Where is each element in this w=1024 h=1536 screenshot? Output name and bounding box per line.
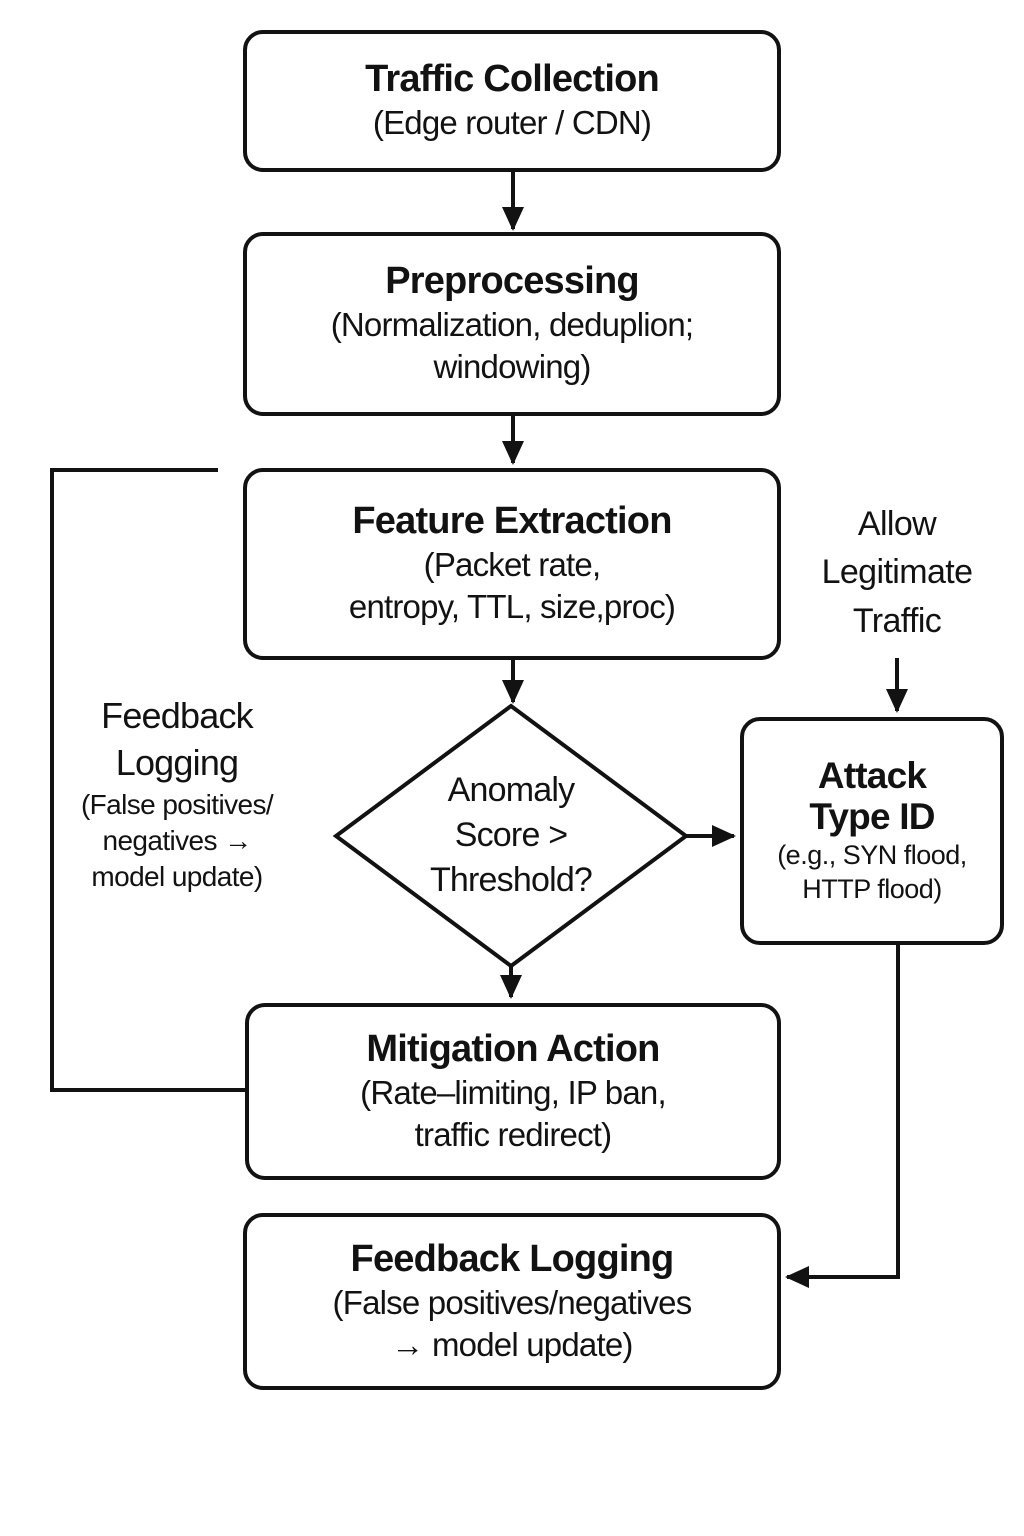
subtitle-line: (e.g., SYN flood, (777, 839, 967, 870)
allow-label-line: Traffic (852, 601, 942, 640)
feedback-logging-note: Feedback Logging (False positives/ negat… (42, 693, 312, 896)
node-feature-extraction: Feature Extraction (Packet rate, entropy… (243, 468, 781, 660)
subtitle-line: (False positives/negatives (332, 1283, 693, 1321)
decision-diamond-shape (332, 703, 690, 969)
node-subtitle: (e.g., SYN flood, HTTP flood) (777, 838, 967, 907)
node-traffic-collection: Traffic Collection (Edge router / CDN) (243, 30, 781, 172)
title-line: Type ID (809, 796, 935, 838)
node-title: Feature Extraction (352, 500, 672, 543)
node-title: Traffic Collection (365, 58, 660, 101)
subtitle-line: (Packet rate, (423, 546, 601, 584)
decision-line: Threshold? (429, 861, 593, 900)
node-attack-type-id: Attack Type ID (e.g., SYN flood, HTTP fl… (740, 717, 1004, 945)
node-title: Feedback Logging (350, 1237, 675, 1280)
feedback-loop-line (50, 468, 247, 1092)
node-title: Attack Type ID (809, 755, 935, 838)
subtitle-line: (Normalization, deduplion; (330, 306, 694, 344)
node-subtitle: (Packet rate, entropy, TTL, size,proc) (348, 544, 676, 628)
subtitle-line: entropy, TTL, size,proc) (348, 588, 676, 626)
allow-label-line: Allow (857, 505, 937, 543)
note-line: Logging (115, 741, 239, 783)
note-line: model update) (91, 861, 263, 893)
subtitle-line: traffic redirect) (414, 1115, 612, 1153)
note-main-lines: Feedback Logging (42, 693, 312, 787)
note-line: negatives → (102, 824, 252, 856)
note-line: (False positives/ (80, 788, 274, 820)
note-sub-lines: (False positives/ negatives → model upda… (42, 787, 312, 896)
decision-line: Score > (454, 816, 568, 855)
node-title: Preprocessing (385, 260, 639, 303)
subtitle-line: HTTP flood) (802, 874, 942, 905)
decision-line: Anomaly (447, 771, 575, 809)
node-subtitle: (Normalization, deduplion; windowing) (331, 304, 694, 388)
node-preprocessing: Preprocessing (Normalization, deduplion;… (243, 232, 781, 416)
node-mitigation-action: Mitigation Action (Rate–limiting, IP ban… (245, 1003, 781, 1180)
subtitle-line: windowing) (433, 348, 591, 386)
node-subtitle: (Edge router / CDN) (372, 104, 652, 142)
decision-diamond-label: Anomaly Score > Threshold? (381, 768, 641, 904)
allow-label-line: Legitimate (821, 553, 973, 592)
note-line: Feedback (101, 695, 254, 736)
node-feedback-logging: Feedback Logging (False positives/negati… (243, 1213, 781, 1390)
subtitle-line: → model update) (391, 1325, 633, 1363)
subtitle-line: (Rate–limiting, IP ban, (360, 1073, 666, 1111)
arrow-attack-to-feedback (785, 943, 900, 1288)
allow-legitimate-traffic-label: Allow Legitimate Traffic (787, 500, 1007, 645)
title-line: Attack (817, 755, 927, 797)
node-subtitle: (Rate–limiting, IP ban, traffic redirect… (360, 1072, 666, 1156)
node-title: Mitigation Action (366, 1027, 660, 1070)
node-subtitle: (False positives/negatives → model updat… (332, 1282, 693, 1366)
